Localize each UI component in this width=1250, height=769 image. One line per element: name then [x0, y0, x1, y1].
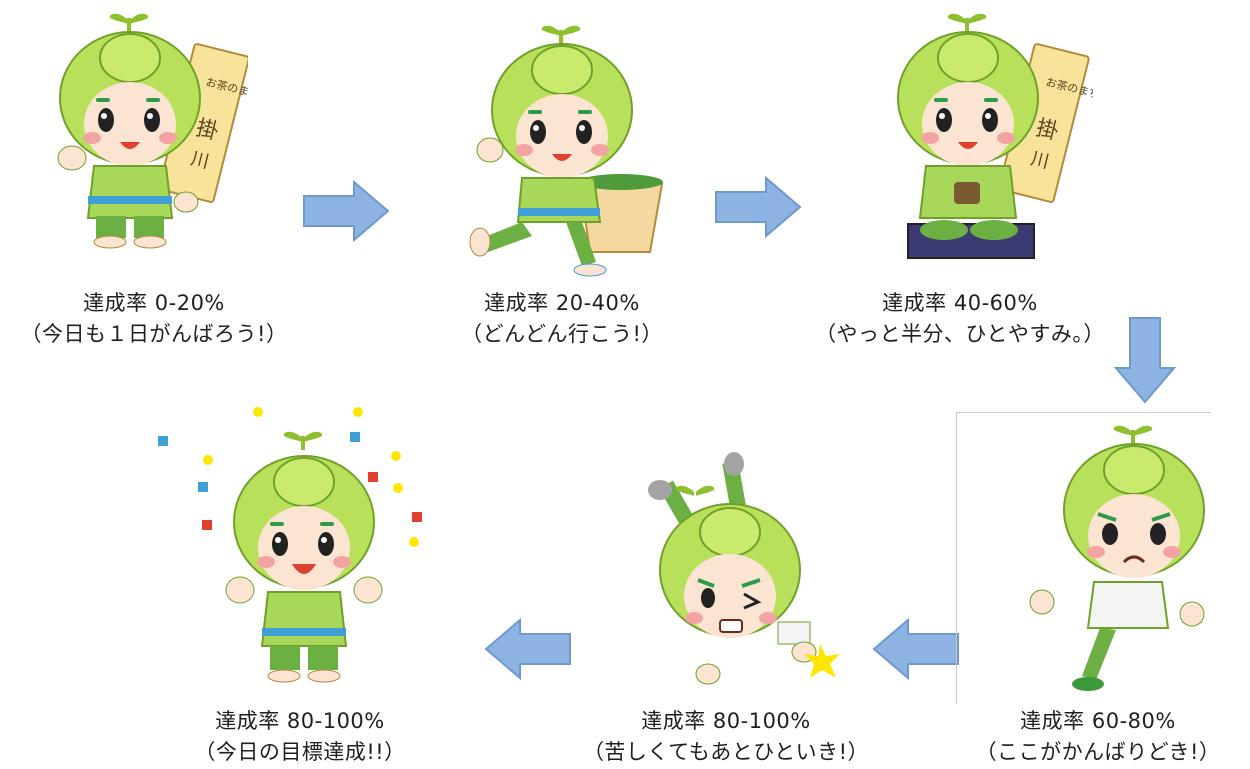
stage-6-caption: 達成率 80-100% （今日の目標達成!!）	[140, 706, 460, 768]
mascot-celebrating-icon	[158, 407, 422, 683]
stage-4-note: （ここがかんばりどき!）	[975, 740, 1221, 764]
stage-3-caption: 達成率 40-60% （やっと半分、ひとやすみ。）	[790, 288, 1130, 350]
stage-5-caption: 達成率 80-100% （苦しくてもあとひといき!）	[556, 706, 896, 768]
sign-text-line-3: 川	[189, 148, 212, 173]
arrow-right-icon	[303, 180, 390, 242]
stage-5-note: （苦しくてもあとひといき!）	[582, 740, 870, 764]
signboard-icon: お茶のまち 掛 川	[998, 43, 1093, 203]
stage-4-caption: 達成率 60-80% （ここがかんばりどき!）	[950, 706, 1246, 768]
stage-2-character	[462, 16, 664, 277]
stage-5-character	[638, 452, 840, 692]
stage-1-character: お茶のまち 掛 川	[48, 6, 248, 249]
arrow-left-icon	[484, 618, 571, 680]
stage-1-rate: 達成率 0-20%	[83, 291, 225, 315]
stage-2-rate: 達成率 20-40%	[484, 291, 640, 315]
stage-4-character	[1012, 418, 1212, 691]
stage-1-note: （今日も１日がんばろう!）	[20, 322, 288, 346]
mascot-resting-tea-icon: お茶のまち 掛 川	[897, 13, 1093, 259]
stage-6-note: （今日の目標達成!!）	[194, 740, 406, 764]
stage-3-note: （やっと半分、ひとやすみ。）	[815, 322, 1105, 346]
arrow-left-icon	[872, 618, 959, 680]
stage-6-character	[154, 402, 422, 683]
mascot-tumbling-icon	[648, 452, 840, 685]
stage-5-rate: 達成率 80-100%	[641, 709, 811, 733]
sign-text-line-3: 川	[1029, 148, 1052, 173]
stage-3-character: お茶のまち 掛 川	[878, 6, 1093, 259]
stage-2-note: （どんどん行こう!）	[461, 322, 663, 346]
stage-1-caption: 達成率 0-20% （今日も１日がんばろう!）	[0, 288, 314, 350]
stage-4-rate: 達成率 60-80%	[1020, 709, 1176, 733]
mascot-running-icon	[469, 25, 664, 277]
stage-2-caption: 達成率 20-40% （どんどん行こう!）	[402, 288, 722, 350]
mascot-waving-icon: お茶のまち 掛 川	[57, 13, 248, 249]
frame-divider	[956, 412, 957, 704]
arrow-down-icon	[1114, 317, 1176, 404]
stage-3-rate: 達成率 40-60%	[882, 291, 1038, 315]
arrow-right-icon	[715, 176, 802, 238]
frame-divider	[956, 412, 1210, 413]
stage-6-rate: 達成率 80-100%	[215, 709, 385, 733]
mascot-determined-icon	[1029, 425, 1205, 691]
